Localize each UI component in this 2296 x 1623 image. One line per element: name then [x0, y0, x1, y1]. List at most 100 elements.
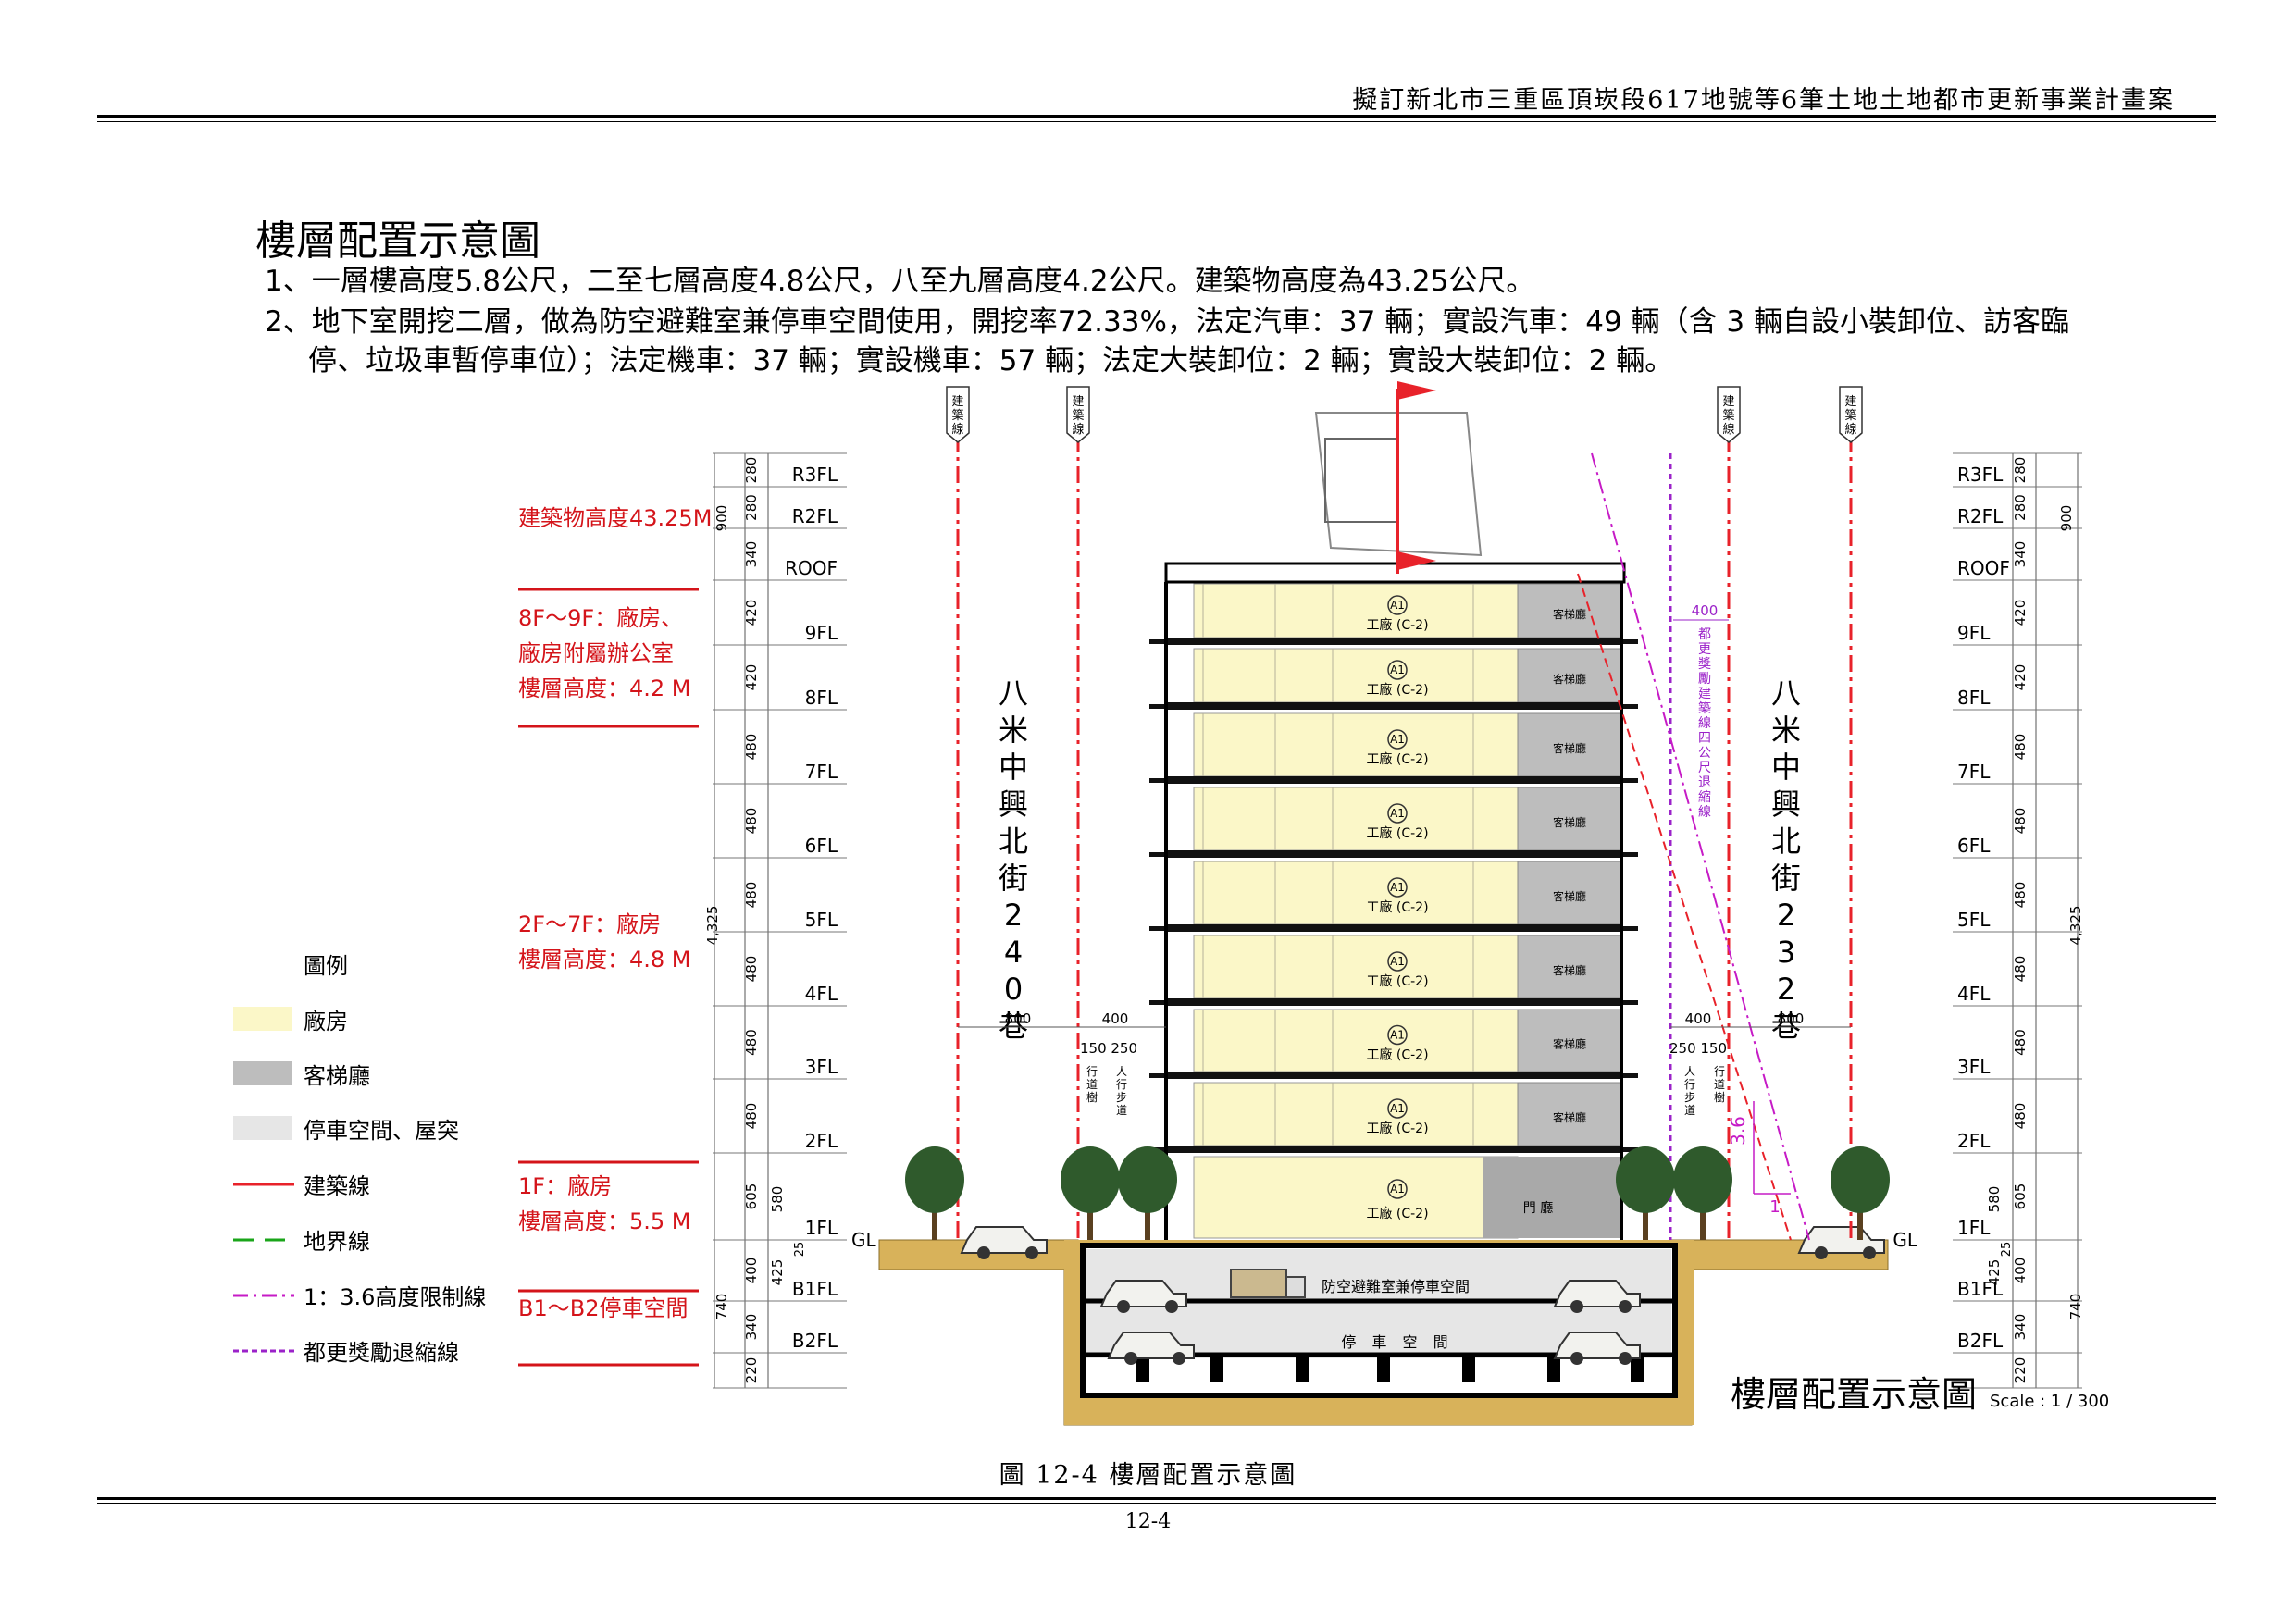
balcony-ledge	[1621, 704, 1638, 709]
street-left-label: 街	[999, 861, 1028, 896]
unit-marker	[1387, 951, 1408, 972]
building-line-tag-text: 建	[1072, 395, 1084, 409]
unit-marker	[1387, 595, 1408, 615]
unit-marker	[1387, 803, 1408, 824]
setback-label: 尺	[1698, 761, 1711, 775]
tree-crown	[1616, 1146, 1675, 1213]
unit-code: A1	[1390, 1029, 1405, 1042]
sidewalk-label: 步	[1684, 1091, 1695, 1104]
legend-label: 地界線	[304, 1229, 370, 1255]
ground-label: GL	[1893, 1229, 1917, 1251]
building-line-tag-text: 築	[1722, 409, 1734, 423]
tree-trunk	[1700, 1194, 1706, 1240]
street-left-label: 4	[1004, 935, 1023, 970]
header-rule-thick	[97, 115, 2216, 118]
roof-parapet	[1164, 562, 1626, 584]
level-label: 4FL	[1957, 983, 1991, 1005]
dimension-text: 340	[2012, 541, 2029, 568]
dimension-text: 340	[2012, 1314, 2029, 1341]
tree-crown	[1831, 1146, 1890, 1213]
setback-label: 退	[1698, 775, 1711, 790]
legend-label: 廠房	[304, 1009, 348, 1035]
lobby-label: 客梯廳	[1553, 741, 1586, 755]
page-title: 樓層配置示意圖	[255, 217, 540, 265]
dimension-text: 480	[2012, 734, 2029, 761]
section-marker	[1397, 551, 1436, 570]
lobby-core	[1517, 1082, 1622, 1146]
dimension-text: 340	[743, 1314, 760, 1341]
balcony-ledge	[1149, 778, 1166, 783]
first-floor-lobby	[1483, 1157, 1621, 1238]
dimension-text: 900	[2058, 505, 2075, 532]
balcony-ledge	[1621, 926, 1638, 931]
sidewalk-label: 人	[1116, 1065, 1127, 1078]
sidewalk-label: 道	[1116, 1104, 1127, 1117]
level-label: R3FL	[1957, 464, 2004, 486]
street-left-label: 興	[999, 787, 1028, 822]
level-label: 1FL	[805, 1217, 838, 1239]
tree-trunk	[1857, 1194, 1863, 1240]
level-label: 2FL	[805, 1130, 838, 1152]
car-wheel	[1117, 1300, 1130, 1313]
tree-trunk	[1087, 1194, 1093, 1240]
dimension-text: 480	[2012, 808, 2029, 835]
street-dim: 150 250	[1080, 1040, 1137, 1057]
balcony-ledge	[1621, 1000, 1638, 1005]
car-b1-left	[1099, 1280, 1187, 1307]
dimension-text: 605	[2012, 1183, 2029, 1210]
street-dim: 400	[1685, 1010, 1712, 1027]
dimension-text: 220	[743, 1357, 760, 1384]
sidewalk-label: 行	[1684, 1078, 1695, 1091]
document-header: 擬訂新北市三重區頂崁段617地號等6筆土地土地都市更新事業計畫案	[1352, 86, 2175, 115]
level-label: B2FL	[792, 1330, 838, 1352]
footing	[1631, 1355, 1644, 1382]
drawing-scale: Scale : 1 / 300	[1990, 1392, 2109, 1411]
level-label: 9FL	[805, 622, 838, 644]
dimension-text: 400	[2012, 1258, 2029, 1284]
unit-code: A1	[1390, 1183, 1405, 1196]
dimension-text: 25	[2000, 1242, 2014, 1258]
factory-floor	[1193, 787, 1519, 851]
dimension-text: 480	[743, 808, 760, 835]
balcony-ledge	[1149, 639, 1166, 644]
unit-code: A1	[1390, 807, 1405, 820]
dimension-text: 580	[1986, 1186, 2003, 1213]
dimension-text: 480	[743, 956, 760, 983]
level-label: ROOF	[785, 557, 838, 579]
dimension-text: 480	[743, 882, 760, 909]
lobby-label: 客梯廳	[1553, 815, 1586, 829]
dimension-text: 420	[743, 600, 760, 626]
upper-use-line: 樓層高度：4.2 M	[518, 675, 691, 701]
floor-slab	[1166, 998, 1621, 1006]
building-line-tag	[1839, 386, 1863, 443]
setback-dim: 400	[1692, 602, 1719, 619]
street-left-label: 米	[999, 712, 1028, 748]
level-label: 8FL	[805, 687, 838, 709]
unit-code: A1	[1390, 881, 1405, 894]
street-right-label: 興	[1771, 787, 1801, 822]
unit-use: 工廠 (C-2)	[1366, 751, 1428, 767]
level-label: 3FL	[805, 1056, 838, 1078]
balcony-ledge	[1621, 1147, 1638, 1152]
setback-label: 築	[1698, 701, 1711, 716]
car-wheel	[1863, 1246, 1876, 1259]
floor-slab	[1166, 924, 1621, 932]
level-label: 7FL	[1957, 761, 1991, 783]
lobby-label: 客梯廳	[1553, 1110, 1586, 1124]
unit-code: A1	[1390, 733, 1405, 746]
level-label: 5FL	[805, 909, 838, 931]
balcony-ledge	[1621, 852, 1638, 857]
tree-crown	[1673, 1146, 1732, 1213]
level-label: B1FL	[792, 1278, 838, 1300]
setback-label: 獎	[1698, 657, 1711, 672]
car-b1-right	[1553, 1280, 1641, 1307]
street-dim: 800	[1778, 1010, 1805, 1027]
level-label: 9FL	[1957, 622, 1991, 644]
building-height-label: 建築物高度43.25M	[518, 505, 712, 531]
dimension-text: 580	[769, 1186, 786, 1213]
note-line-1: 1、一層樓高度5.8公尺，二至七層高度4.8公尺，八至九層高度4.2公尺。建築物…	[265, 265, 1535, 298]
dimension-text: 280	[743, 457, 760, 484]
car-wheel	[1619, 1300, 1632, 1313]
balcony-ledge	[1621, 778, 1638, 783]
street-right-label: 米	[1771, 712, 1801, 748]
